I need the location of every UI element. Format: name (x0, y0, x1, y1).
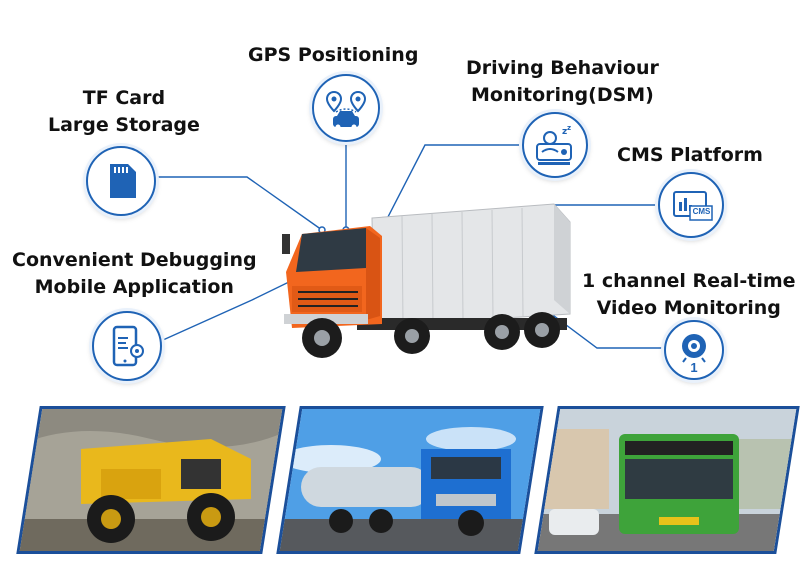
dsm-label-line2: Monitoring(DSM) (470, 84, 654, 106)
app-label-line1: Convenient Debugging (12, 249, 257, 271)
gps-label: GPS Positioning (248, 42, 418, 69)
gps-car-icon (312, 74, 380, 142)
sd-card-icon (86, 146, 156, 216)
app-label-line2: Mobile Application (34, 276, 234, 298)
svg-text:z: z (562, 127, 567, 137)
cms-monitor-icon: CMS (658, 172, 724, 238)
tf-label: TF Card Large Storage (48, 85, 200, 139)
video-label-line2: Video Monitoring (596, 297, 781, 319)
driver-monitoring-icon: z z (522, 112, 588, 178)
video-label: 1 channel Real-time Video Monitoring (582, 268, 796, 322)
scene-city-bus (534, 406, 800, 554)
camera-icon: 1 (664, 320, 724, 380)
camera-channel-number: 1 (690, 360, 698, 375)
tf-label-line1: TF Card (82, 87, 166, 109)
tf-label-line2: Large Storage (48, 114, 200, 136)
scene-tanker-truck (276, 406, 544, 554)
dsm-label-line1: Driving Behaviour (466, 57, 659, 79)
dsm-label: Driving Behaviour Monitoring(DSM) (466, 55, 659, 109)
video-label-line1: 1 channel Real-time (582, 270, 796, 292)
app-label: Convenient Debugging Mobile Application (12, 247, 257, 301)
scene-mining-truck (16, 406, 286, 554)
cms-icon-text: CMS (692, 207, 711, 216)
mobile-settings-icon (92, 311, 162, 381)
gps-label-text: GPS Positioning (248, 44, 419, 66)
cms-label: CMS Platform (617, 142, 763, 169)
svg-text:z: z (567, 124, 571, 132)
box-truck-illustration (282, 203, 571, 358)
cms-label-text: CMS Platform (617, 144, 763, 166)
